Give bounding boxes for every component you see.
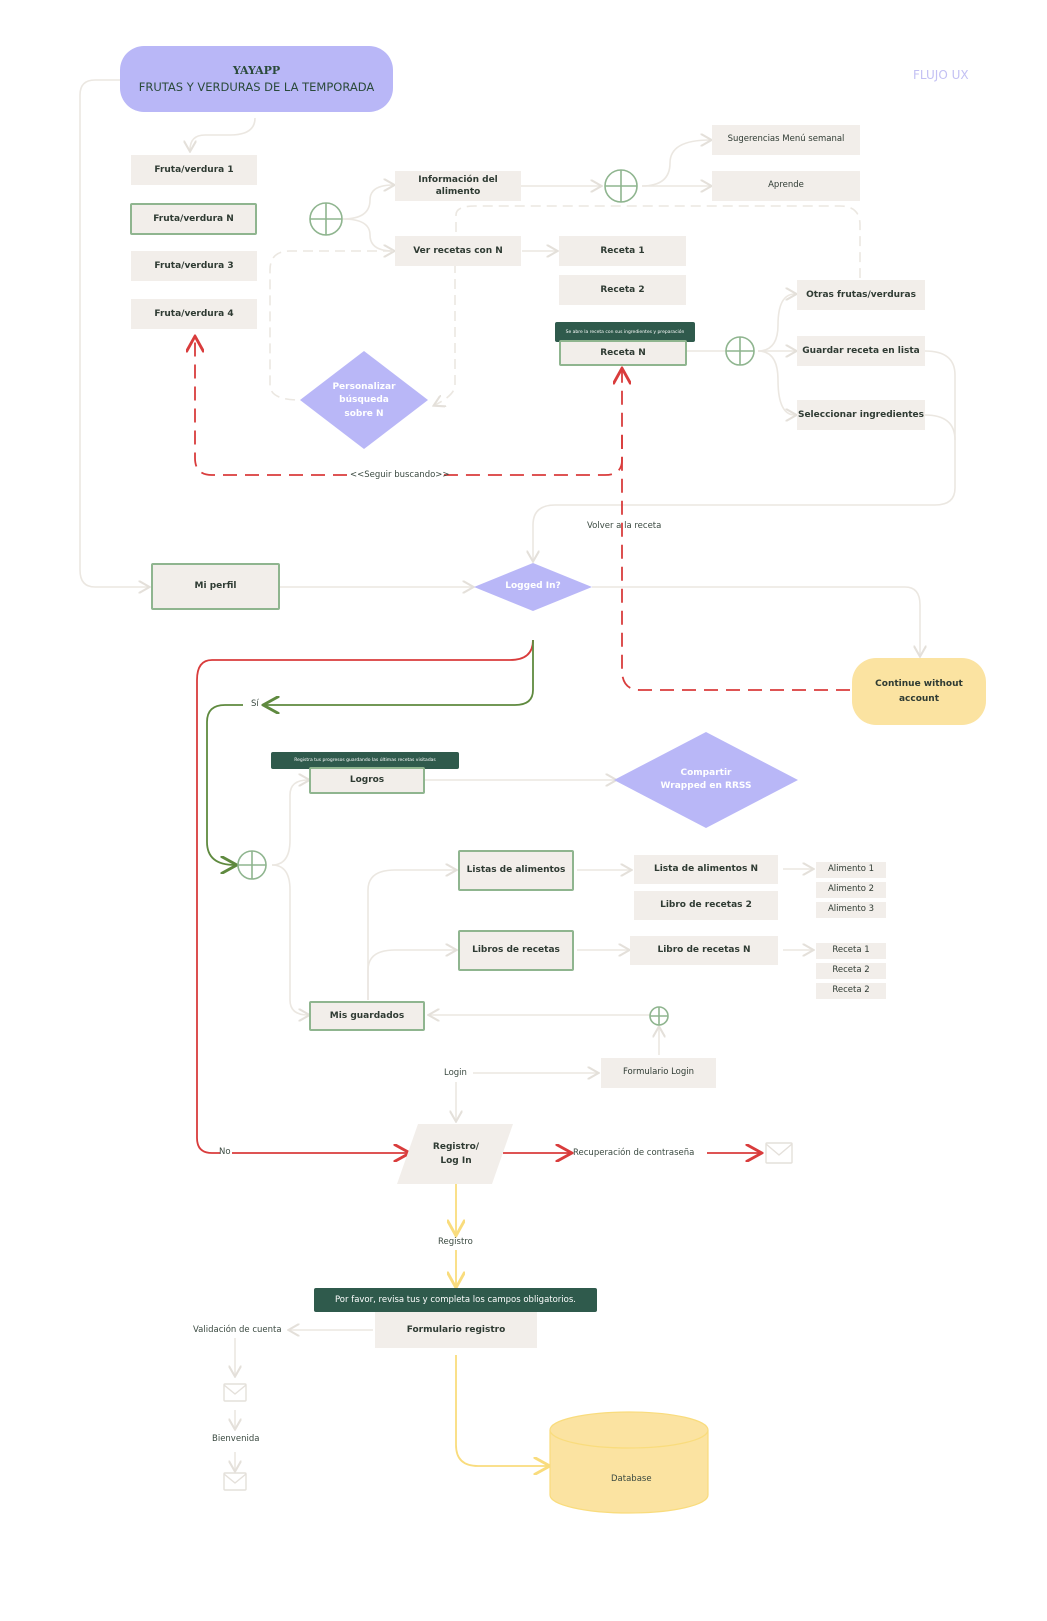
learn-node[interactable]: Aprende xyxy=(712,171,860,201)
envelope-icons xyxy=(223,1142,793,1491)
recipe-2-node[interactable]: Receta 2 xyxy=(559,275,686,305)
keep-searching-label: <<Seguir buscando>> xyxy=(350,470,450,480)
form-tooltip: Por favor, revisa tus y completa los cam… xyxy=(314,1288,597,1312)
saved-recipe-2[interactable]: Receta 2 xyxy=(816,963,886,979)
fruit-item-4[interactable]: Fruta/verdura 4 xyxy=(131,299,257,329)
register-parallelogram xyxy=(397,1124,513,1184)
my-profile-node[interactable]: Mi perfil xyxy=(151,563,280,610)
food-item-2[interactable]: Alimento 2 xyxy=(816,882,886,898)
food-item-1[interactable]: Alimento 1 xyxy=(816,862,886,878)
database-label: Database xyxy=(611,1474,652,1484)
flow-label: FLUJO UX xyxy=(913,68,969,82)
register-form-node[interactable]: Formulario registro xyxy=(375,1312,537,1348)
other-fruits-node[interactable]: Otras frutas/verduras xyxy=(797,280,925,310)
register-login-text[interactable]: Registro/Log In xyxy=(432,1141,480,1166)
fruit-item-3[interactable]: Fruta/verdura 3 xyxy=(131,251,257,281)
see-recipes-node[interactable]: Ver recetas con N xyxy=(395,236,521,266)
achievements-tooltip: Registra tus progresos guardando las últ… xyxy=(271,752,459,769)
app-header: YAYAPP FRUTAS Y VERDURAS DE LA TEMPORADA xyxy=(120,46,393,112)
brand-logo: YAYAPP xyxy=(232,64,281,77)
recipe-book-2-node[interactable]: Libro de recetas 2 xyxy=(634,891,778,920)
recipe-1-node[interactable]: Receta 1 xyxy=(559,236,686,266)
my-saved-node[interactable]: Mis guardados xyxy=(309,1001,425,1031)
select-ingredients-node[interactable]: Seleccionar ingredientes xyxy=(797,400,925,430)
database xyxy=(549,1411,709,1514)
recipe-books-node[interactable]: Libros de recetas xyxy=(458,930,574,971)
logged-in-diamond xyxy=(474,563,592,611)
register-label: Registro xyxy=(438,1237,473,1247)
page-subtitle: FRUTAS Y VERDURAS DE LA TEMPORADA xyxy=(138,80,375,94)
connectors-light xyxy=(79,79,956,1470)
merge-node-1 xyxy=(309,202,343,236)
recipe-tooltip: Se abre la receta con sus ingredientes y… xyxy=(555,322,695,342)
no-label: No xyxy=(219,1147,231,1157)
fruit-item-n[interactable]: Fruta/verdura N xyxy=(130,203,257,235)
connectors-green xyxy=(206,640,534,865)
merge-nodes xyxy=(237,169,755,1026)
connectors-yellow xyxy=(456,1183,548,1466)
merge-node-5 xyxy=(649,1006,669,1026)
recipe-n-node[interactable]: Receta N xyxy=(559,340,687,366)
merge-node-2 xyxy=(604,169,638,203)
decision-shapes xyxy=(300,351,798,1184)
save-recipe-node[interactable]: Guardar receta en lista xyxy=(797,336,925,366)
weekly-menu-node[interactable]: Sugerencias Menú semanal xyxy=(712,125,860,155)
food-lists-node[interactable]: Listas de alimentos xyxy=(458,850,574,891)
connectors-dashed-light xyxy=(269,205,861,405)
saved-recipe-1[interactable]: Receta 1 xyxy=(816,943,886,959)
mail-icon xyxy=(223,1383,247,1402)
yes-label: Sí xyxy=(251,699,259,709)
personalize-diamond xyxy=(300,351,428,449)
food-list-n-node[interactable]: Lista de alimentos N xyxy=(634,855,778,884)
merge-node-3 xyxy=(725,336,755,366)
food-item-3[interactable]: Alimento 3 xyxy=(816,902,886,918)
logged-in-text: Logged In? xyxy=(505,581,561,592)
back-to-recipe-label: Volver a la receta xyxy=(587,521,662,531)
account-validation-label: Validación de cuenta xyxy=(193,1325,282,1335)
merge-node-4 xyxy=(237,850,267,880)
achievements-node[interactable]: Logros xyxy=(309,767,425,794)
fruit-item-1[interactable]: Fruta/verdura 1 xyxy=(131,155,257,185)
login-label: Login xyxy=(444,1068,467,1078)
mail-icon xyxy=(223,1472,247,1491)
welcome-label: Bienvenida xyxy=(212,1434,260,1444)
food-info-node[interactable]: Información del alimento xyxy=(395,171,521,201)
saved-recipe-3[interactable]: Receta 2 xyxy=(816,983,886,999)
share-diamond xyxy=(614,732,798,828)
recipe-book-n-node[interactable]: Libro de recetas N xyxy=(630,936,778,965)
mail-icon xyxy=(765,1142,793,1164)
connectors-red xyxy=(196,639,760,1153)
login-form-node[interactable]: Formulario Login xyxy=(601,1058,716,1088)
connectors-red-dashed xyxy=(195,338,850,691)
password-recovery-label: Recuperación de contraseña xyxy=(573,1148,695,1158)
